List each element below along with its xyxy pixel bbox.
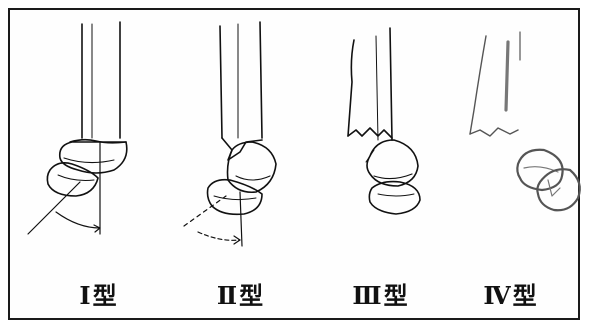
type1-angle-arc (56, 212, 100, 228)
type4-fracture-line (470, 128, 518, 136)
type3-label: Ⅲ型 (326, 282, 436, 310)
type3-fracture-line (348, 128, 392, 138)
type4-illustration (470, 32, 580, 210)
type1-axis-line (28, 182, 80, 234)
type1-label: Ⅰ型 (44, 282, 154, 310)
type3-bone-shaft (348, 40, 354, 136)
type3-epiphysis (367, 140, 418, 186)
type4-bone-shaft (470, 36, 486, 134)
type1-illustration (28, 22, 127, 234)
type2-label: Ⅱ型 (186, 282, 296, 310)
type2-illustration (184, 22, 276, 246)
type2-epiphysis (228, 142, 277, 192)
type3-illustration (348, 28, 420, 214)
type2-fracture-line (222, 138, 262, 160)
type2-bone-shaft (220, 26, 222, 138)
type1-epiphysis (60, 142, 127, 173)
type2-reference-line (240, 192, 242, 246)
type4-label: Ⅳ型 (456, 282, 566, 310)
